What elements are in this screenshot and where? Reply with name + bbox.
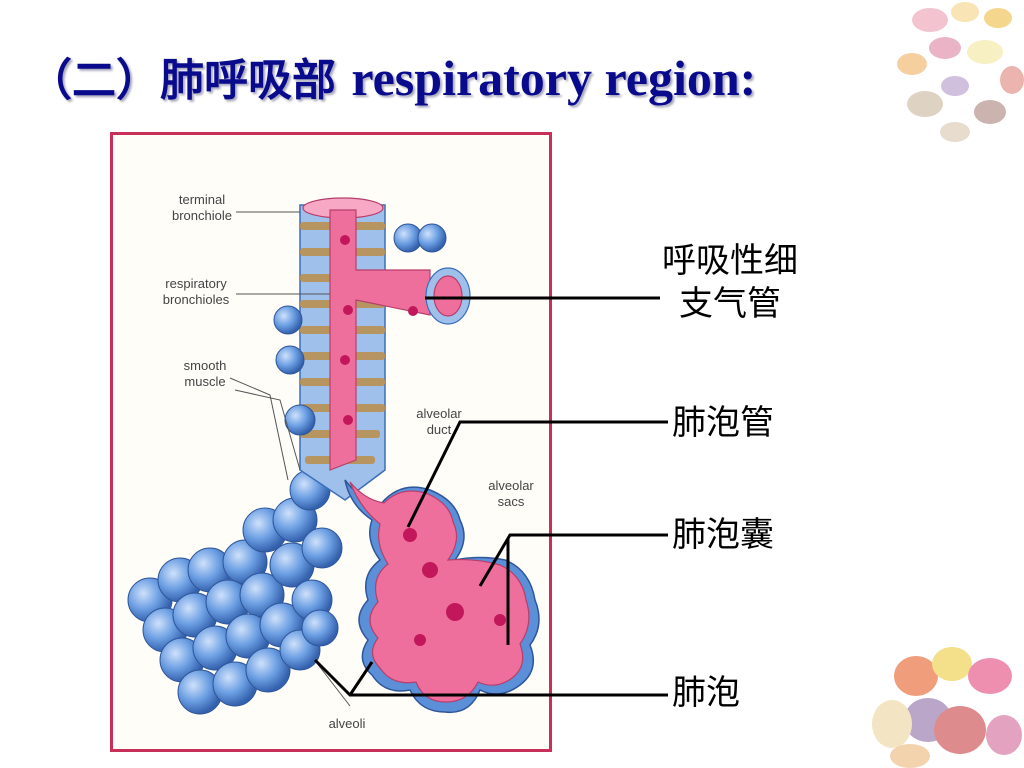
title-english: respiratory region: [351,50,757,106]
title-chinese: （二）肺呼吸部 [28,55,336,106]
label-terminal-bronchiole: terminal bronchiole [172,192,232,224]
label-smooth-muscle: smooth muscle [183,358,227,390]
label-alveoli: alveoli [328,716,366,731]
label-alveolar-duct: alveolar duct [416,406,462,438]
annotation-alveolar-duct: 肺泡管 [672,403,774,443]
bronchiole-tube [273,204,447,501]
annotation-alveolar-sac: 肺泡囊 [672,515,774,555]
bronchiole-lumen [302,197,471,471]
annotation-respiratory-bronchiole: 呼吸性细 支气管 [662,241,798,324]
label-respiratory-bronchioles: respiratory bronchioles [162,276,230,308]
alveoli-cluster [127,469,343,715]
label-alveolar-sacs: alveolar sacs [488,478,534,510]
english-leader-lines [229,211,351,707]
slide-title: （二）肺呼吸部 respiratory region: [28,44,756,108]
alveolar-duct-and-sacs [344,479,540,714]
chinese-leader-lines [313,296,668,697]
annotation-alveolus: 肺泡 [672,673,740,713]
